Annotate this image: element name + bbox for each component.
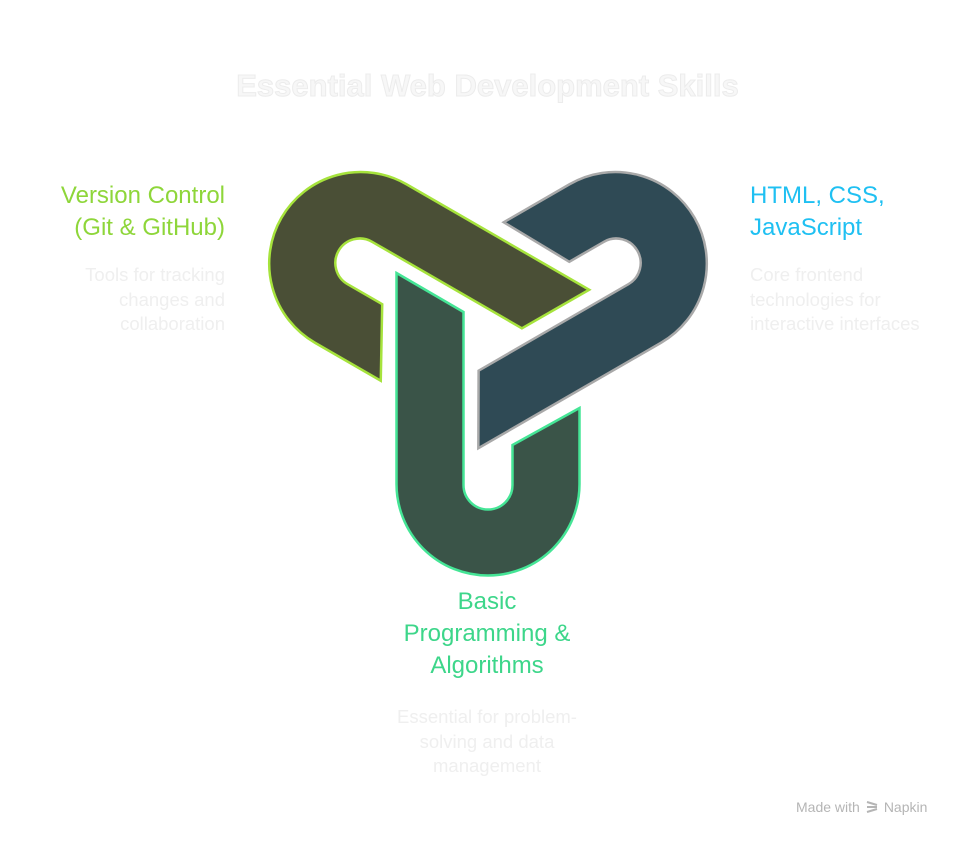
page-title: Essential Web Development Skills: [236, 68, 740, 104]
label-version-control: Version Control (Git & GitHub): [60, 182, 225, 241]
label-html-css-js: HTML, CSS, JavaScript: [750, 182, 885, 241]
desc-version-control: Tools for tracking changes and collabora…: [85, 264, 225, 334]
desc-programming: Essential for problem- solving and data …: [397, 706, 577, 776]
label-programming: Basic Programming & Algorithms: [403, 588, 571, 679]
brand-text: Napkin: [883, 799, 928, 815]
footer-watermark: Made with Napkin: [796, 799, 927, 815]
desc-html-css-js: Core frontend technologies for interacti…: [750, 264, 920, 334]
napkin-logo-icon: [866, 801, 878, 813]
made-with-text: Made with: [796, 799, 860, 815]
